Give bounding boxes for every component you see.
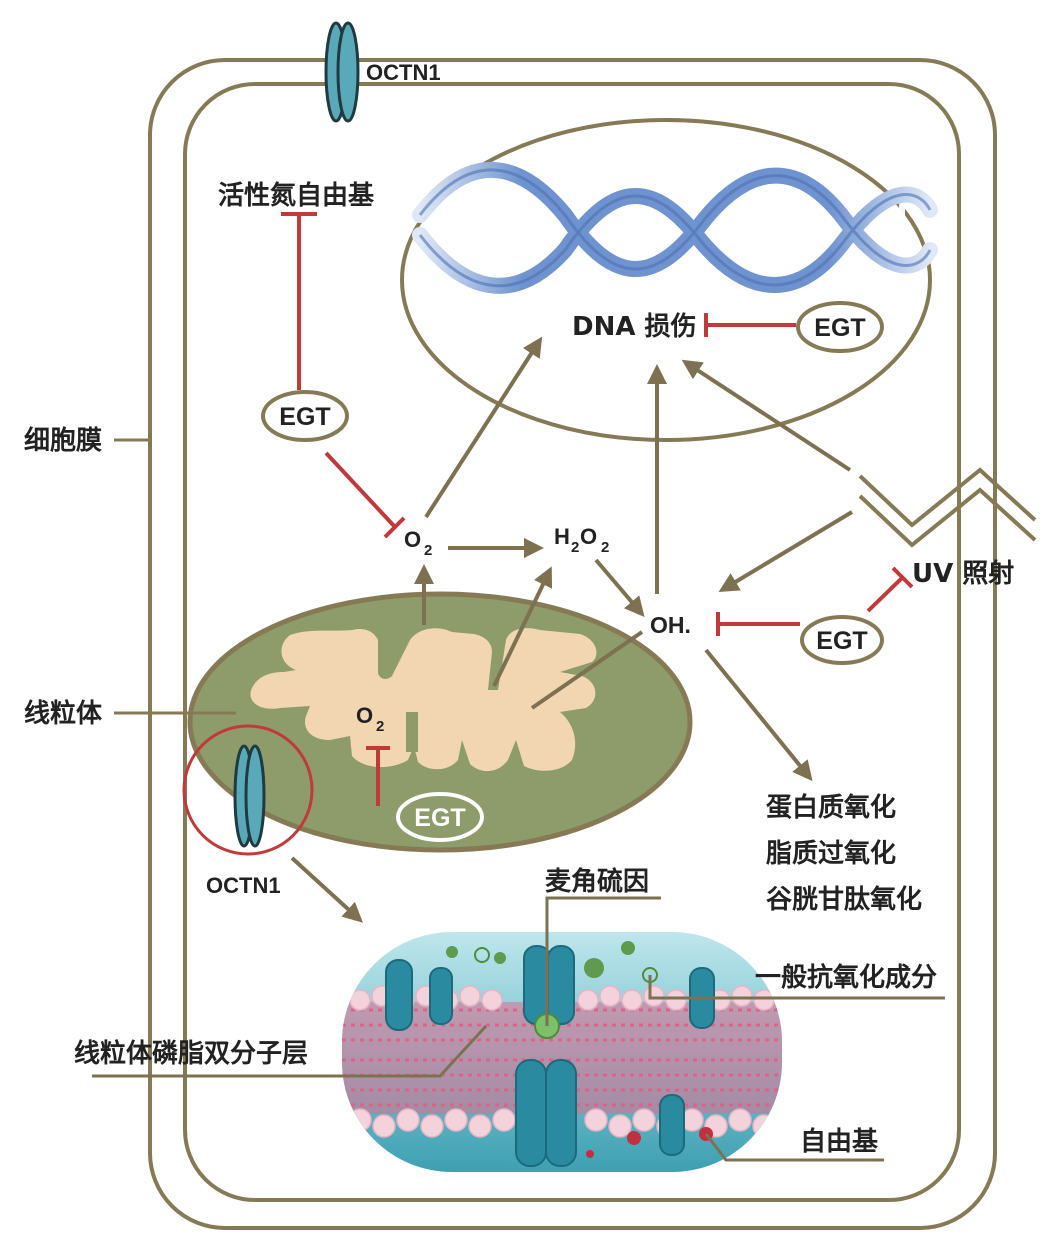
- cell-membrane-label: 细胞膜: [24, 425, 102, 456]
- octn1-channel-top: [324, 21, 360, 123]
- arrow-h2o2-to-oh: [594, 558, 645, 618]
- svg-text:2: 2: [601, 539, 609, 556]
- arrow-o2-to-dna: [424, 336, 543, 519]
- egt-pill-rns: [261, 390, 349, 442]
- ergothioneine-label: 麦角硫因: [545, 866, 649, 897]
- cell-membrane-inner: [183, 82, 961, 1202]
- hydroxyl-radical: OH.: [650, 612, 691, 638]
- mito-bilayer-label: 线粒体磷脂双分子层: [74, 1038, 308, 1069]
- dna-helix-icon: [412, 161, 938, 294]
- arrow-octn1-to-bilayer: [290, 856, 363, 923]
- nucleus: [400, 118, 932, 442]
- svg-text:2: 2: [424, 542, 432, 559]
- bilayer-panel: [342, 932, 782, 1172]
- svg-text:H: H: [554, 524, 570, 549]
- cell-membrane-outer: [148, 58, 997, 1230]
- inhibit-egt-o2: [324, 451, 397, 529]
- dna-damage-label: DNA 损伤: [572, 312, 697, 342]
- uv-rays-icon: [858, 467, 1037, 548]
- egt-pill-oh: [800, 615, 884, 665]
- mitochondrion: [187, 564, 693, 853]
- octn1-channel-bottom: [233, 744, 266, 848]
- svg-text:2: 2: [376, 718, 384, 735]
- outcome-lipid: 脂质过氧化: [766, 839, 896, 869]
- egt-label-dna: EGT: [814, 314, 865, 342]
- egt-label-rns: EGT: [279, 403, 330, 431]
- octn1-label-bottom: OCTN1: [206, 873, 281, 898]
- egt-pill-dna: [796, 301, 884, 353]
- o2-mito-species: O 2: [356, 703, 384, 735]
- svg-text:2: 2: [571, 539, 579, 556]
- rns-label: 活性氮自由基: [218, 180, 375, 211]
- mito-cristae: [250, 628, 597, 772]
- o2-species: O 2: [404, 527, 432, 559]
- svg-text:O: O: [356, 703, 373, 728]
- uv-label: UV 照射: [912, 559, 1014, 589]
- mitochondria-label: 线粒体: [24, 698, 103, 729]
- inhibit-egt-uv: [866, 575, 905, 613]
- free-radical-label: 自由基: [800, 1126, 879, 1157]
- svg-text:O: O: [404, 527, 421, 552]
- general-antioxidant-label: 一般抗氧化成分: [755, 962, 937, 993]
- egt-label-oh: EGT: [816, 627, 867, 655]
- arrow-uv-to-oh: [718, 510, 854, 593]
- egt-label-mito: EGT: [414, 804, 465, 832]
- egt-pill-mito: [396, 792, 484, 842]
- svg-text:O: O: [580, 524, 597, 549]
- h2o2-species: H 2 O 2: [554, 524, 609, 556]
- outcome-protein: 蛋白质氧化: [766, 792, 896, 823]
- octn1-label-top: OCTN1: [366, 60, 441, 85]
- arrow-uv-to-dna: [681, 359, 852, 472]
- outcome-glutathione: 谷胱甘肽氧化: [766, 885, 922, 915]
- arrow-oh-to-outcomes: [704, 648, 813, 782]
- outcomes-list: 蛋白质氧化 脂质过氧化 谷胱甘肽氧化: [766, 792, 922, 915]
- octn1-highlight-circle: [182, 724, 314, 856]
